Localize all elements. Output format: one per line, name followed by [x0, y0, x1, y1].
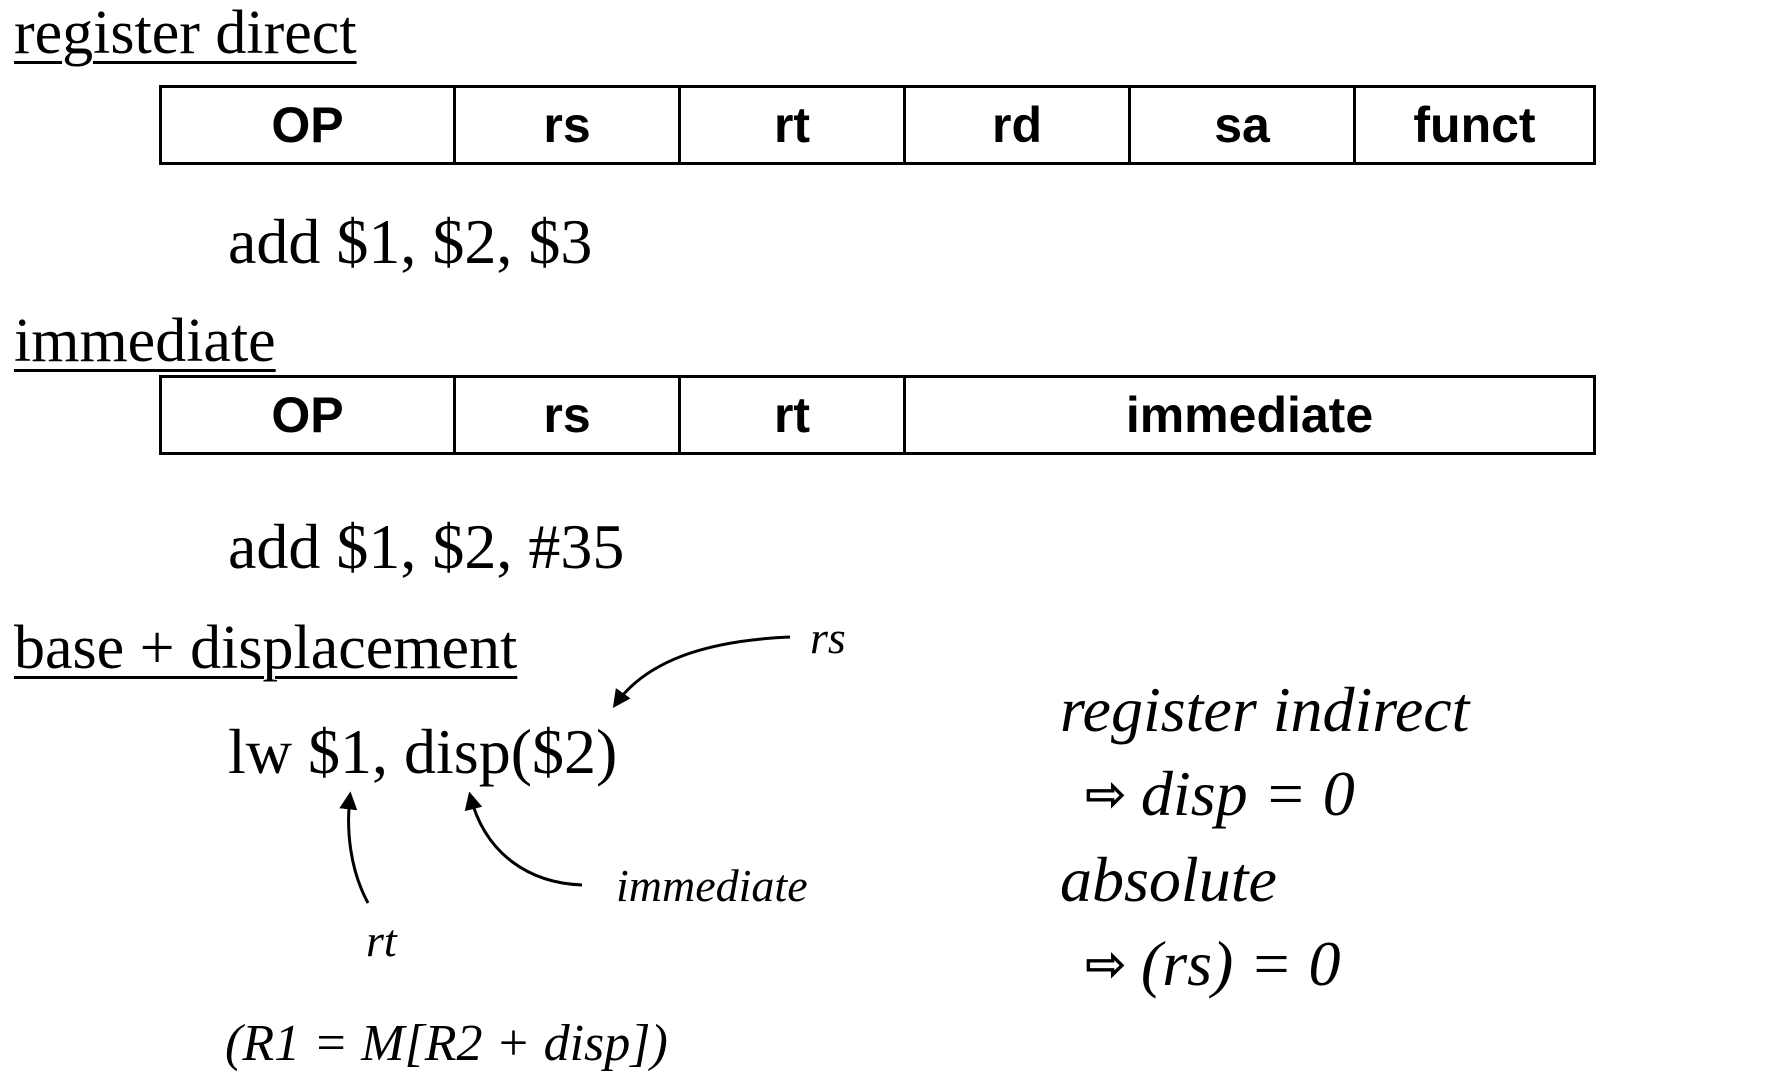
- label-rs: rs: [810, 612, 846, 663]
- field-sa: sa: [1131, 88, 1356, 162]
- field-rd: rd: [906, 88, 1131, 162]
- arrow-immediate: [464, 791, 583, 887]
- field-rs: rs: [456, 378, 681, 452]
- field-op: OP: [162, 88, 456, 162]
- field-rt: rt: [681, 378, 906, 452]
- semantics-note: (R1 = M[R2 + disp]): [225, 1015, 668, 1072]
- arrow-rs: [612, 635, 791, 708]
- title-register-indirect: register indirect: [1060, 674, 1470, 745]
- rule-register-indirect: ⇨disp = 0: [1085, 762, 1355, 826]
- field-rt: rt: [681, 88, 906, 162]
- heading-base-displacement: base + displacement: [14, 614, 518, 682]
- heading-register-direct: register direct: [14, 0, 357, 67]
- example-register-direct: add $1, $2, $3: [228, 206, 593, 277]
- field-immediate: immediate: [1125, 387, 1374, 443]
- label-rt: rt: [366, 915, 397, 966]
- rule-absolute: ⇨(rs) = 0: [1085, 932, 1341, 996]
- example-base-displacement: lw $1, disp($2): [228, 716, 618, 787]
- title-absolute: absolute: [1060, 844, 1277, 915]
- field-op: OP: [162, 378, 456, 452]
- field-rs: rs: [456, 88, 681, 162]
- arrow-rt: [339, 791, 370, 904]
- rule-text: disp = 0: [1140, 758, 1355, 829]
- hollow-arrow-icon: ⇨: [1085, 935, 1127, 993]
- rule-text: (rs) = 0: [1140, 928, 1341, 999]
- field-funct: funct: [1413, 97, 1536, 153]
- register-direct-format: OP rs rt rd sa funct: [159, 85, 1596, 165]
- heading-immediate: immediate: [14, 307, 276, 375]
- label-immediate: immediate: [616, 860, 808, 911]
- example-immediate: add $1, $2, #35: [228, 511, 625, 582]
- hollow-arrow-icon: ⇨: [1085, 765, 1127, 823]
- immediate-format: OP rs rt immediate: [159, 375, 1596, 455]
